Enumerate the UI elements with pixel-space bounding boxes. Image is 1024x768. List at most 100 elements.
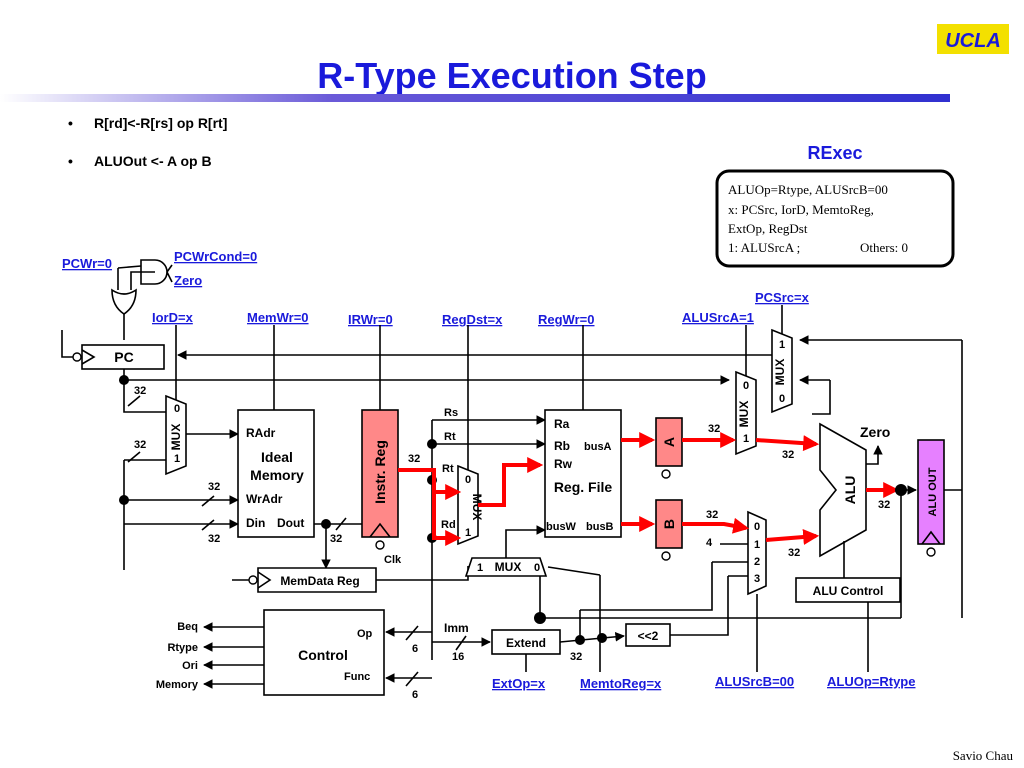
memtoreg-signal: MemtoReg=x: [580, 676, 662, 691]
memory-din: Din: [246, 516, 265, 530]
alu-label: ALU: [842, 476, 858, 505]
width-32-j: 32: [788, 547, 800, 559]
control-output-rtype: Rtype: [167, 642, 198, 654]
register-b-label: B: [661, 519, 677, 529]
extend-label: Extend: [506, 636, 546, 650]
width-32-d: 32: [208, 533, 220, 545]
pcsrc-mux-in0: 0: [779, 393, 785, 405]
register-a: [655, 417, 683, 467]
width-6-b: 6: [412, 689, 418, 701]
rexec-line-2: x: PCSrc, IorD, MemtoReg,: [728, 202, 874, 217]
control-func: Func: [344, 671, 370, 683]
pcsrc-mux-in1: 1: [779, 339, 785, 351]
or-gate: [111, 288, 137, 315]
ucla-logo-text: UCLA: [945, 30, 1001, 52]
svg-text:•: •: [68, 115, 73, 131]
page-title: R-Type Execution Step: [317, 55, 706, 96]
alusrca-signal: ALUSrcA=1: [682, 310, 754, 325]
memtoreg-mux: [464, 557, 548, 577]
iord-mux-in0: 0: [174, 403, 180, 415]
width-32-g: 32: [708, 423, 720, 435]
pcsrc-mux-label: MUX: [773, 359, 787, 386]
ir-label: Instr. Reg: [372, 440, 388, 504]
regfile-rw: Rw: [554, 457, 573, 471]
rexec-line-4a: 1: ALUSrcA ;: [728, 240, 800, 255]
alusrcb-mux-in0: 0: [754, 521, 760, 533]
width-32-b: 32: [134, 439, 146, 451]
regfile-busa: busA: [584, 441, 612, 453]
ucla-logo: [937, 24, 1009, 54]
memory-wradr: WrAdr: [246, 492, 283, 506]
footer-author: Savio Chau: [953, 748, 1014, 763]
rexec-line-1: ALUOp=Rtype, ALUSrcB=00: [728, 182, 888, 197]
alu-zero-label: Zero: [860, 424, 890, 440]
shift-label: <<2: [638, 629, 659, 643]
width-4: 4: [706, 537, 713, 549]
width-32-l: 32: [570, 651, 582, 663]
alusrcb-mux-in2: 2: [754, 556, 760, 568]
alusrca-mux: [735, 370, 757, 456]
register-b: [655, 499, 683, 549]
control-output-memory: Memory: [156, 679, 199, 691]
iord-mux-label: MUX: [169, 424, 183, 451]
width-6-a: 6: [412, 643, 418, 655]
alu-control-label: ALU Control: [813, 584, 884, 598]
pcsrc-signal: PCSrc=x: [755, 290, 810, 305]
bullet-2: ALUOut <- A op B: [94, 153, 212, 169]
regdst-signal: RegDst=x: [442, 312, 503, 327]
width-32-a: 32: [134, 385, 146, 397]
alusrca-mux-in1: 1: [743, 433, 749, 445]
alusrcb-signal: ALUSrcB=00: [715, 674, 794, 689]
regdst-mux: [457, 464, 479, 546]
width-32-c: 32: [208, 481, 220, 493]
pcsrc-mux: [771, 328, 793, 414]
bullet-1: R[rd]<-R[rs] op R[rt]: [94, 115, 227, 131]
iord-signal: IorD=x: [152, 310, 194, 325]
irwr-signal: IRWr=0: [348, 312, 393, 327]
memtoreg-mux-in1: 1: [477, 562, 483, 574]
memory-label-1: Ideal: [261, 449, 293, 465]
alusrcb-mux: [747, 510, 767, 596]
width-32-f: 32: [408, 453, 420, 465]
rexec-line-4b: Others: 0: [860, 240, 908, 255]
title-rule: [0, 94, 950, 102]
register-a-label: A: [661, 437, 677, 447]
alu-out-register: [917, 439, 945, 545]
zero-input-label: Zero: [174, 273, 202, 288]
ideal-memory: [237, 409, 315, 538]
pcwr-signal: PCWr=0: [62, 256, 112, 271]
alusrcb-mux-in3: 3: [754, 573, 760, 585]
alu-out-label: ALU OUT: [927, 467, 939, 516]
extop-signal: ExtOp=x: [492, 676, 546, 691]
field-rt-1: Rt: [444, 431, 456, 443]
memwr-signal: MemWr=0: [247, 310, 309, 325]
regdst-mux-label: MUX: [470, 494, 484, 521]
clk-label: Clk: [384, 554, 402, 566]
control-label: Control: [298, 647, 348, 663]
memtoreg-mux-in0: 0: [534, 562, 540, 574]
regfile-busb: busB: [586, 521, 614, 533]
alusrca-mux-in0: 0: [743, 380, 749, 392]
pc-label: PC: [114, 349, 133, 365]
control-output-beq: Beq: [177, 621, 198, 633]
svg-text:•: •: [68, 153, 73, 169]
memory-label-2: Memory: [250, 467, 304, 483]
memory-radr: RAdr: [246, 426, 276, 440]
regfile-rb: Rb: [554, 439, 570, 453]
rexec-box: [715, 169, 955, 268]
memtoreg-mux-label: MUX: [495, 560, 522, 574]
width-32-i: 32: [782, 449, 794, 461]
memdata-register: [257, 567, 377, 593]
width-16: 16: [452, 651, 464, 663]
iord-mux: [165, 394, 187, 476]
regdst-mux-in1: 1: [465, 527, 471, 539]
width-32-e: 32: [330, 533, 342, 545]
control-output-ori: Ori: [182, 660, 198, 672]
field-rs: Rs: [444, 407, 458, 419]
regwr-signal: RegWr=0: [538, 312, 594, 327]
register-file: [544, 409, 622, 538]
alu-control: [795, 577, 901, 603]
pc-register: [81, 344, 165, 370]
